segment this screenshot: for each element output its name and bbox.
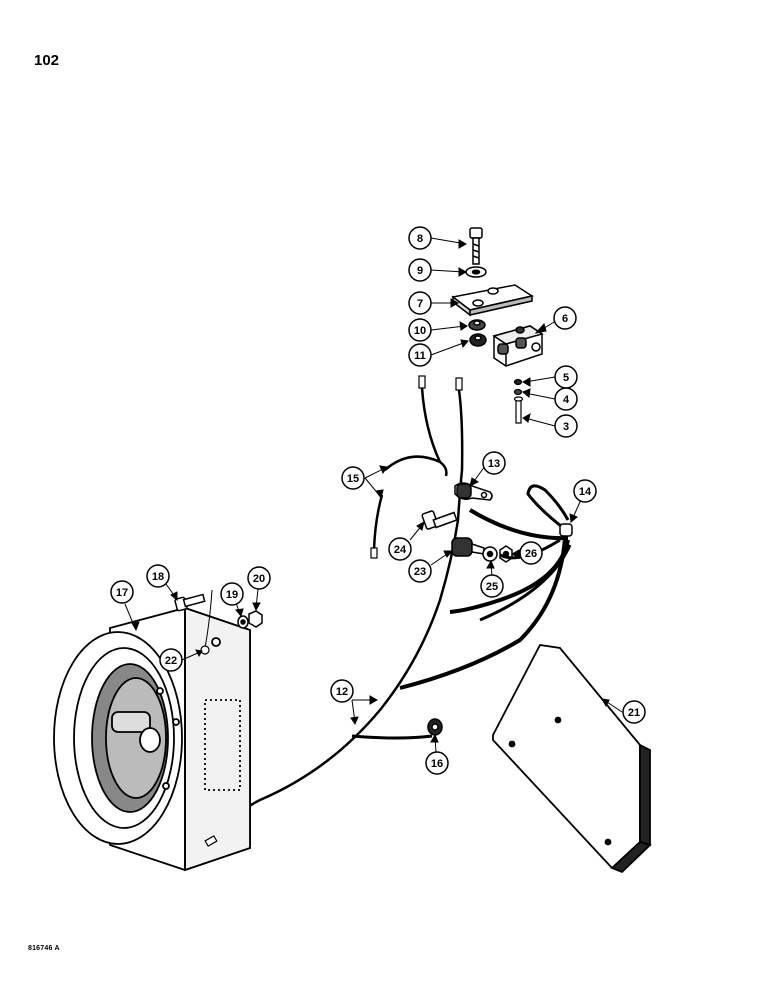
housing-bolt-part — [174, 593, 206, 612]
switch-wire-leads — [210, 375, 464, 844]
callout-7: 7 — [408, 291, 432, 315]
callout-5-label: 5 — [563, 372, 569, 384]
callout-23-label: 23 — [414, 566, 426, 578]
callout-14-label: 14 — [579, 486, 592, 498]
callout-20: 20 — [247, 566, 271, 590]
housing-part — [53, 606, 251, 872]
callout-14: 14 — [573, 479, 597, 503]
small-washer-part — [513, 388, 523, 396]
callout-17: 17 — [110, 580, 134, 604]
short-wire-part — [370, 455, 448, 559]
callout-24: 24 — [388, 537, 412, 561]
callout-12: 12 — [330, 679, 354, 703]
callout-16-label: 16 — [431, 758, 443, 770]
callout-21-label: 21 — [628, 707, 640, 719]
washer-part — [465, 266, 487, 278]
callout-10-label: 10 — [414, 325, 426, 337]
callout-3: 3 — [554, 414, 578, 438]
wire-end-terminal — [204, 835, 218, 847]
callout-11: 11 — [408, 343, 432, 367]
clamp-washer-part — [482, 546, 498, 562]
callout-26: 26 — [519, 541, 543, 565]
callout-6-label: 6 — [562, 313, 568, 325]
wire-branch-part — [351, 734, 433, 740]
callout-11-label: 11 — [414, 350, 426, 362]
mounting-plate-part — [451, 284, 534, 317]
housing-nut-part — [248, 610, 263, 628]
lockwasher-part — [469, 333, 487, 347]
callout-21: 21 — [622, 700, 646, 724]
callout-12-label: 12 — [336, 686, 348, 698]
ground-terminal-part — [200, 589, 213, 655]
callout-13: 13 — [482, 451, 506, 475]
clamp-upper-part — [454, 482, 493, 501]
callout-9: 9 — [408, 258, 432, 282]
callout-26-label: 26 — [525, 548, 537, 560]
callout-18-label: 18 — [152, 571, 164, 583]
callout-5: 5 — [554, 365, 578, 389]
clamp-nut-part — [499, 545, 513, 563]
switch-body-part — [492, 325, 544, 367]
callout-22: 22 — [159, 648, 183, 672]
page-number: 102 — [34, 52, 60, 69]
callouts: 8 9 7 6 10 11 5 4 3 15 13 14 24 26 23 25… — [110, 226, 646, 775]
clamp-bolt-part — [421, 510, 458, 530]
callout-13-label: 13 — [488, 458, 500, 470]
callout-4-label: 4 — [563, 394, 570, 406]
nut-part — [468, 319, 486, 331]
callout-25-label: 25 — [486, 581, 498, 593]
callout-7-label: 7 — [417, 298, 423, 310]
clamp-lower-part — [451, 537, 485, 557]
callout-25: 25 — [480, 574, 504, 598]
callout-15-label: 15 — [347, 473, 359, 485]
callout-9-label: 9 — [417, 265, 423, 277]
triangular-plate-part — [492, 644, 652, 874]
pin-part — [513, 396, 524, 424]
figure-code: 816746 A — [28, 945, 60, 952]
callout-24-label: 24 — [394, 544, 407, 556]
callout-15: 15 — [341, 466, 365, 490]
leader-lines — [124, 237, 623, 753]
callout-4: 4 — [554, 387, 578, 411]
callout-8: 8 — [408, 226, 432, 250]
callout-19-label: 19 — [226, 589, 238, 601]
callout-8-label: 8 — [417, 233, 423, 245]
callout-17-label: 17 — [116, 587, 128, 599]
callout-16: 16 — [425, 751, 449, 775]
callout-18: 18 — [146, 564, 170, 588]
bolt-part — [469, 227, 483, 265]
callout-10: 10 — [408, 318, 432, 342]
callout-22-label: 22 — [165, 655, 177, 667]
callout-19: 19 — [220, 582, 244, 606]
housing-washer-part — [237, 615, 249, 629]
callout-20-label: 20 — [253, 573, 265, 585]
callout-3-label: 3 — [563, 421, 569, 433]
callout-23: 23 — [408, 559, 432, 583]
grommet-part — [427, 718, 443, 736]
callout-6: 6 — [553, 306, 577, 330]
spring-part — [513, 378, 523, 386]
